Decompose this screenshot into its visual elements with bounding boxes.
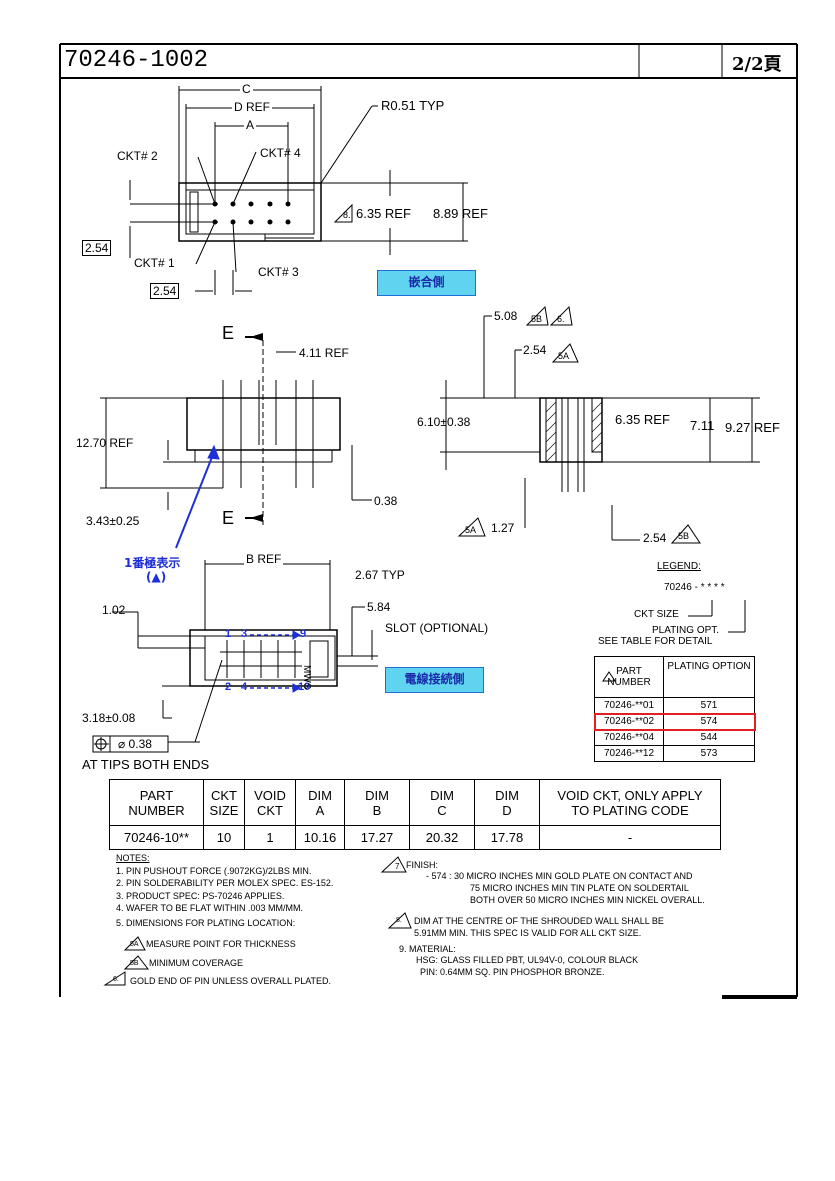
part-table-row: 70246-10** 10 1 10.16 17.27 20.32 17.78 … [109,825,721,850]
note-7b: 75 MICRO INCHES MIN TIN PLATE ON SOLDERT… [470,883,689,893]
legend-see-table: SEE TABLE FOR DETAIL [598,636,713,647]
note-5: 5. DIMENSIONS FOR PLATING LOCATION: [116,917,296,928]
note5b-callout: 5B [531,314,543,324]
note-7: FINISH: [406,860,439,870]
legend-ckt-size: CKT SIZE [634,609,679,620]
note-2: 2. PIN SOLDERABILITY PER MOLEX SPEC. ES-… [116,878,334,888]
dim-610-label: 6.10±0.38 [417,415,471,429]
note5b-callout-2: 5B [678,531,690,541]
slot-label: SLOT (OPTIONAL) [385,621,489,635]
note5a-callout-2: 5A [465,525,477,535]
pin9-number: 9 [300,628,307,640]
legend-plating: PLATING OPT. [652,625,720,636]
dim-1270-label: 12.70 REF [76,436,134,450]
legend-code: 70246 - * * * * [664,582,725,593]
dim-038-label: 0.38 [374,494,398,508]
pin1-number: 1 [225,628,232,640]
dim-508-label: 5.08 [494,309,518,323]
dim-343-label: 3.43±0.25 [86,514,140,528]
pitch-h-label: 2.54 [150,283,180,299]
dim-411-label: 4.11 REF [299,346,349,360]
note5a-callout: 5A [558,351,570,361]
note-7-tri: 7 [395,862,400,871]
notes-left: NOTES: 1. PIN PUSHOUT FORCE (.9072KG)/2L… [116,852,333,929]
note-3: 3. PRODUCT SPEC: PS-70246 APPLIES. [116,890,285,901]
notes-title: NOTES: [116,853,150,863]
dim-267-label: 2.67 TYP [355,568,405,582]
page-number: 2/2頁 [732,54,782,75]
mating-side-label: 嵌合側 [377,270,476,296]
plating-header-part: PART NUMBER [594,656,664,698]
pin1-mark-symbol: (▲) [146,570,167,584]
note6-callout: 6. [557,314,565,324]
dim-d-label: D REF [232,100,272,114]
note-8b: 5.91MM MIN. THIS SPEC IS VALID FOR ALL C… [414,928,642,938]
note8-callout: 8. [343,210,351,220]
section-e-bottom: E [222,508,235,528]
mws-mark: MWS [301,665,312,690]
note-6-tri: 6. [113,976,119,983]
dim-318-label: 3.18±0.08 [82,711,136,725]
note-5b: MINIMUM COVERAGE [149,958,244,968]
ckt2-label: CKT# 2 [117,149,158,163]
pin3-number: 3 [241,628,248,640]
note-8-tri: 8. [396,917,402,924]
note-4: 4. WAFER TO BE FLAT WITHIN .003 MM/MM. [116,903,304,913]
note-9: 9. MATERIAL: [399,944,456,954]
dim-b-label: B REF [244,552,284,566]
position-tolerance: ⌀ 0.38 [118,737,152,751]
dim-711-label: 7.11 [690,418,715,433]
dim-254-section-b: 2.54 [643,531,667,545]
note-7c: BOTH OVER 50 MICRO INCHES MIN NICKEL OVE… [470,895,705,905]
pin2-number: 2 [225,681,232,693]
dim-102-label: 1.02 [102,603,126,617]
note-5b-tri: 5B [130,960,139,967]
dim-635-section: 6.35 REF [615,412,670,427]
note-6: GOLD END OF PIN UNLESS OVERALL PLATED. [130,976,332,986]
radius-label: R0.51 TYP [381,98,445,113]
ckt4-label: CKT# 4 [260,146,301,160]
dim-254-section: 2.54 [523,343,547,357]
dim-a-label: A [244,118,257,132]
note-8a: DIM AT THE CENTRE OF THE SHROUDED WALL S… [414,916,664,926]
dim-127-label: 1.27 [491,521,515,535]
note-5a: MEASURE POINT FOR THICKNESS [146,939,296,949]
note-1: 1. PIN PUSHOUT FORCE (.9072KG)/2LBS MIN. [116,865,312,876]
ckt1-label: CKT# 1 [134,256,175,270]
note-9a: HSG: GLASS FILLED PBT, UL94V-0, COLOUR B… [416,955,639,965]
pin10-number: 10 [298,681,311,693]
pitch-v-label: 2.54 [82,240,112,256]
dim-635-label: 6.35 REF [356,206,411,221]
ckt3-label: CKT# 3 [258,265,299,279]
dim-927-label: 9.27 REF [725,420,780,435]
note-9b: PIN: 0.64MM SQ. PIN PHOSPHOR BRONZE. [420,967,605,977]
dim-584-label: 5.84 [367,600,391,614]
section-e-top: E [222,323,235,343]
wire-side-label: 電線接続側 [385,667,484,693]
at-tips-label: AT TIPS BOTH ENDS [82,757,210,772]
pin1-mark-label: 1番極表示 [124,556,181,570]
note-5a-tri: 5A [130,941,139,948]
dim-889-label: 8.89 REF [433,206,488,221]
note-7a: - 574 : 30 MICRO INCHES MIN GOLD PLATE O… [426,871,693,881]
dim-c-label: C [240,82,253,96]
pin4-number: 4 [241,681,248,693]
part-number-title: 70246-1002 [64,47,209,74]
plating-header-option: PLATING OPTION [663,656,755,698]
legend-title: LEGEND: [657,561,701,572]
